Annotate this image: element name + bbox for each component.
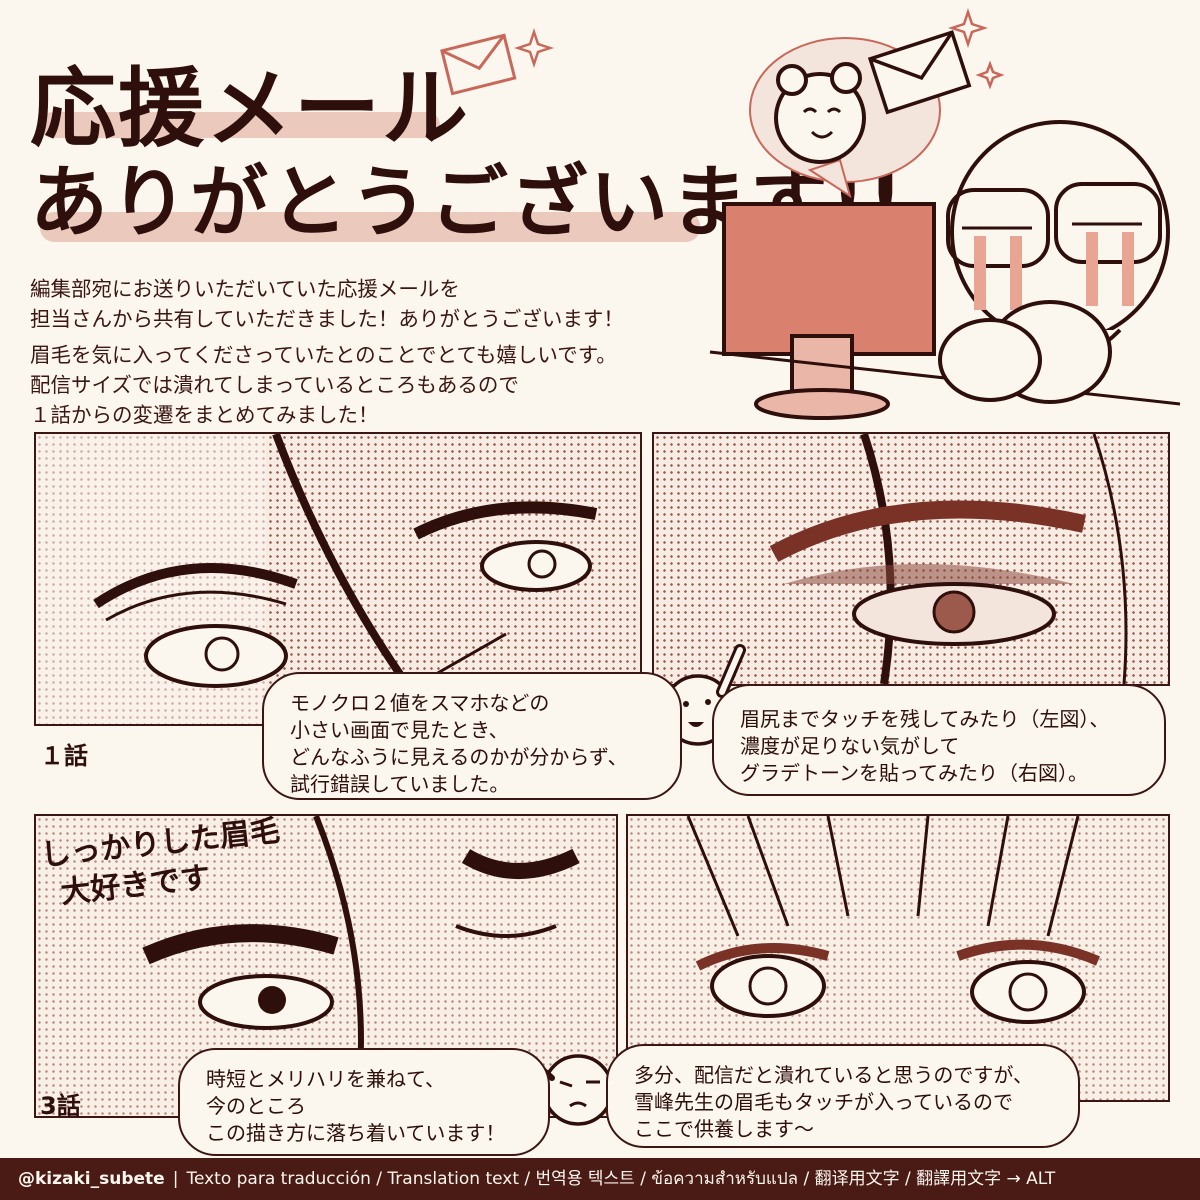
speech-bubble-4: 多分、配信だと潰れていると思うのですが、 雪峰先生の眉毛もタッチが入っているので… bbox=[606, 1044, 1080, 1148]
title-highlight-2 bbox=[40, 212, 700, 242]
bubble-line: 時短とメリハリを兼ねて、 bbox=[206, 1067, 445, 1091]
footer-bar: @kizaki_subete | Texto para traducción / T… bbox=[0, 1158, 1200, 1200]
episode-label-3: 3話 bbox=[40, 1092, 81, 1120]
bubble-line: どんなふうに見えるのかが分からず、 bbox=[290, 745, 628, 769]
intro-line: １話からの変遷をまとめてみました！ bbox=[30, 403, 379, 427]
footer-separator: | bbox=[172, 1169, 179, 1189]
bubble-line: 雪峰先生の眉毛もタッチが入っているので bbox=[634, 1090, 1013, 1114]
speech-bubble-2: 眉尻までタッチを残してみたり（左図）、 濃度が足りない気がして グラデトーンを貼… bbox=[712, 684, 1166, 796]
bubble-line: グラデトーンを貼ってみたり（右図）。 bbox=[740, 761, 1088, 785]
bubble-line: 眉尻までタッチを残してみたり（左図）、 bbox=[740, 707, 1110, 731]
bubble-line: この描き方に落ち着いています！ bbox=[206, 1121, 506, 1145]
bubble-line: 小さい画面で見たとき、 bbox=[290, 718, 509, 742]
intro-line: 配信サイズでは潰れてしまっているところもあるので bbox=[30, 373, 519, 397]
envelope-icon bbox=[440, 28, 554, 96]
bubble-line: 今のところ bbox=[206, 1094, 306, 1118]
intro-line: 眉毛を気に入ってくださっていたとのことでとても嬉しいです。 bbox=[30, 343, 617, 367]
bubble-line: 試行錯誤していました。 bbox=[290, 772, 510, 796]
bubble-line: ここで供養します〜 bbox=[634, 1117, 814, 1141]
speech-bubble-3: 時短とメリハリを兼ねて、 今のところ この描き方に落ち着いています！ bbox=[178, 1048, 550, 1156]
bubble-line: モノクロ２値をスマホなどの bbox=[290, 691, 550, 715]
title-highlight-1 bbox=[40, 112, 440, 138]
bubble-line: 多分、配信だと潰れていると思うのですが、 bbox=[634, 1063, 1033, 1087]
bubble-line: 濃度が足りない気がして bbox=[740, 734, 960, 758]
character-illustration bbox=[709, 8, 1181, 420]
speech-bubble-1: モノクロ２値をスマホなどの 小さい画面で見たとき、 どんなふうに見えるのかが分か… bbox=[262, 672, 682, 800]
title-line-1: 応援メール bbox=[30, 59, 470, 159]
footer-translation-text: Texto para traducción / Translation text… bbox=[186, 1169, 1056, 1189]
intro-line: 編集部宛にお送りいただいていた応援メールを bbox=[30, 277, 460, 301]
episode-label-1: １話 bbox=[40, 742, 88, 770]
manga-panel-ep1-b bbox=[652, 432, 1170, 686]
author-handle-link[interactable]: @kizaki_subete bbox=[18, 1169, 165, 1189]
manga-panel-ep3-b bbox=[626, 814, 1170, 1102]
intro-text: 編集部宛にお送りいただいていた応援メールを 担当さんから共有していただきました！… bbox=[30, 274, 720, 436]
intro-line: 担当さんから共有していただきました！ありがとうございます！ bbox=[30, 307, 624, 331]
